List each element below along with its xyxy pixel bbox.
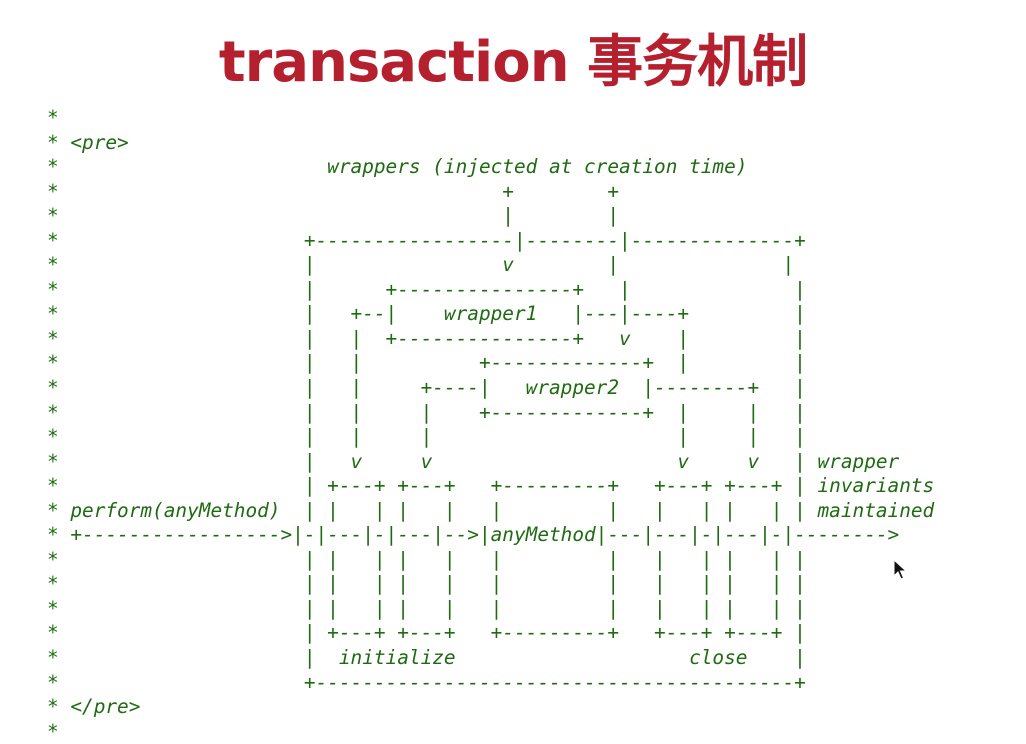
diagram-line: * <box>47 719 59 743</box>
diagram-line: * | | +----| wrapper2 |--------+ | <box>47 376 806 400</box>
diagram-line: * | +--| wrapper1 |---|----+ | <box>47 302 806 326</box>
diagram-line: * +-------------------------------------… <box>47 670 806 694</box>
diagram-line: * | | <box>47 204 620 228</box>
diagram-line: * | v v v v | wrapper <box>47 449 900 473</box>
diagram-line: * wrappers (injected at creation time) <box>47 155 748 179</box>
ascii-diagram: * * <pre> * wrappers (injected at creati… <box>47 106 934 744</box>
page-title: transaction 事务机制 <box>218 30 808 95</box>
diagram-line: * | initialize close | <box>47 646 806 670</box>
diagram-line: * | | | | | | | | | | | | <box>47 596 806 620</box>
diagram-line: * | +---+ +---+ +---------+ +---+ +---+ … <box>47 621 806 645</box>
diagram-line: * <pre> <box>47 130 129 154</box>
diagram-line: * | | +---------------+ v | | <box>47 326 806 350</box>
diagram-line: * | | | | | | <box>47 425 806 449</box>
diagram-line: * | | +-------------+ | | <box>47 351 806 375</box>
diagram-line: * | v | | <box>47 253 795 277</box>
diagram-line: * | +---+ +---+ +---------+ +---+ +---+ … <box>47 474 935 498</box>
diagram-line: * +----------------->|-|---|-|---|-->|an… <box>47 523 900 547</box>
diagram-line: * + + <box>47 179 620 203</box>
diagram-line: * | | | | | | | | | | | | <box>47 572 806 596</box>
mouse-pointer-icon <box>893 559 907 580</box>
diagram-line: * perform(anyMethod) | | | | | | | | | |… <box>47 498 935 522</box>
diagram-line: * </pre> <box>47 695 141 719</box>
diagram-line: * | | | | | | | | | | | | <box>47 547 806 571</box>
diagram-line: * +-----------------|--------|----------… <box>47 228 806 252</box>
diagram-line: * | +---------------+ | | <box>47 277 806 301</box>
diagram-line: * | | | +-------------+ | | | <box>47 400 806 424</box>
diagram-line: * <box>47 106 59 129</box>
